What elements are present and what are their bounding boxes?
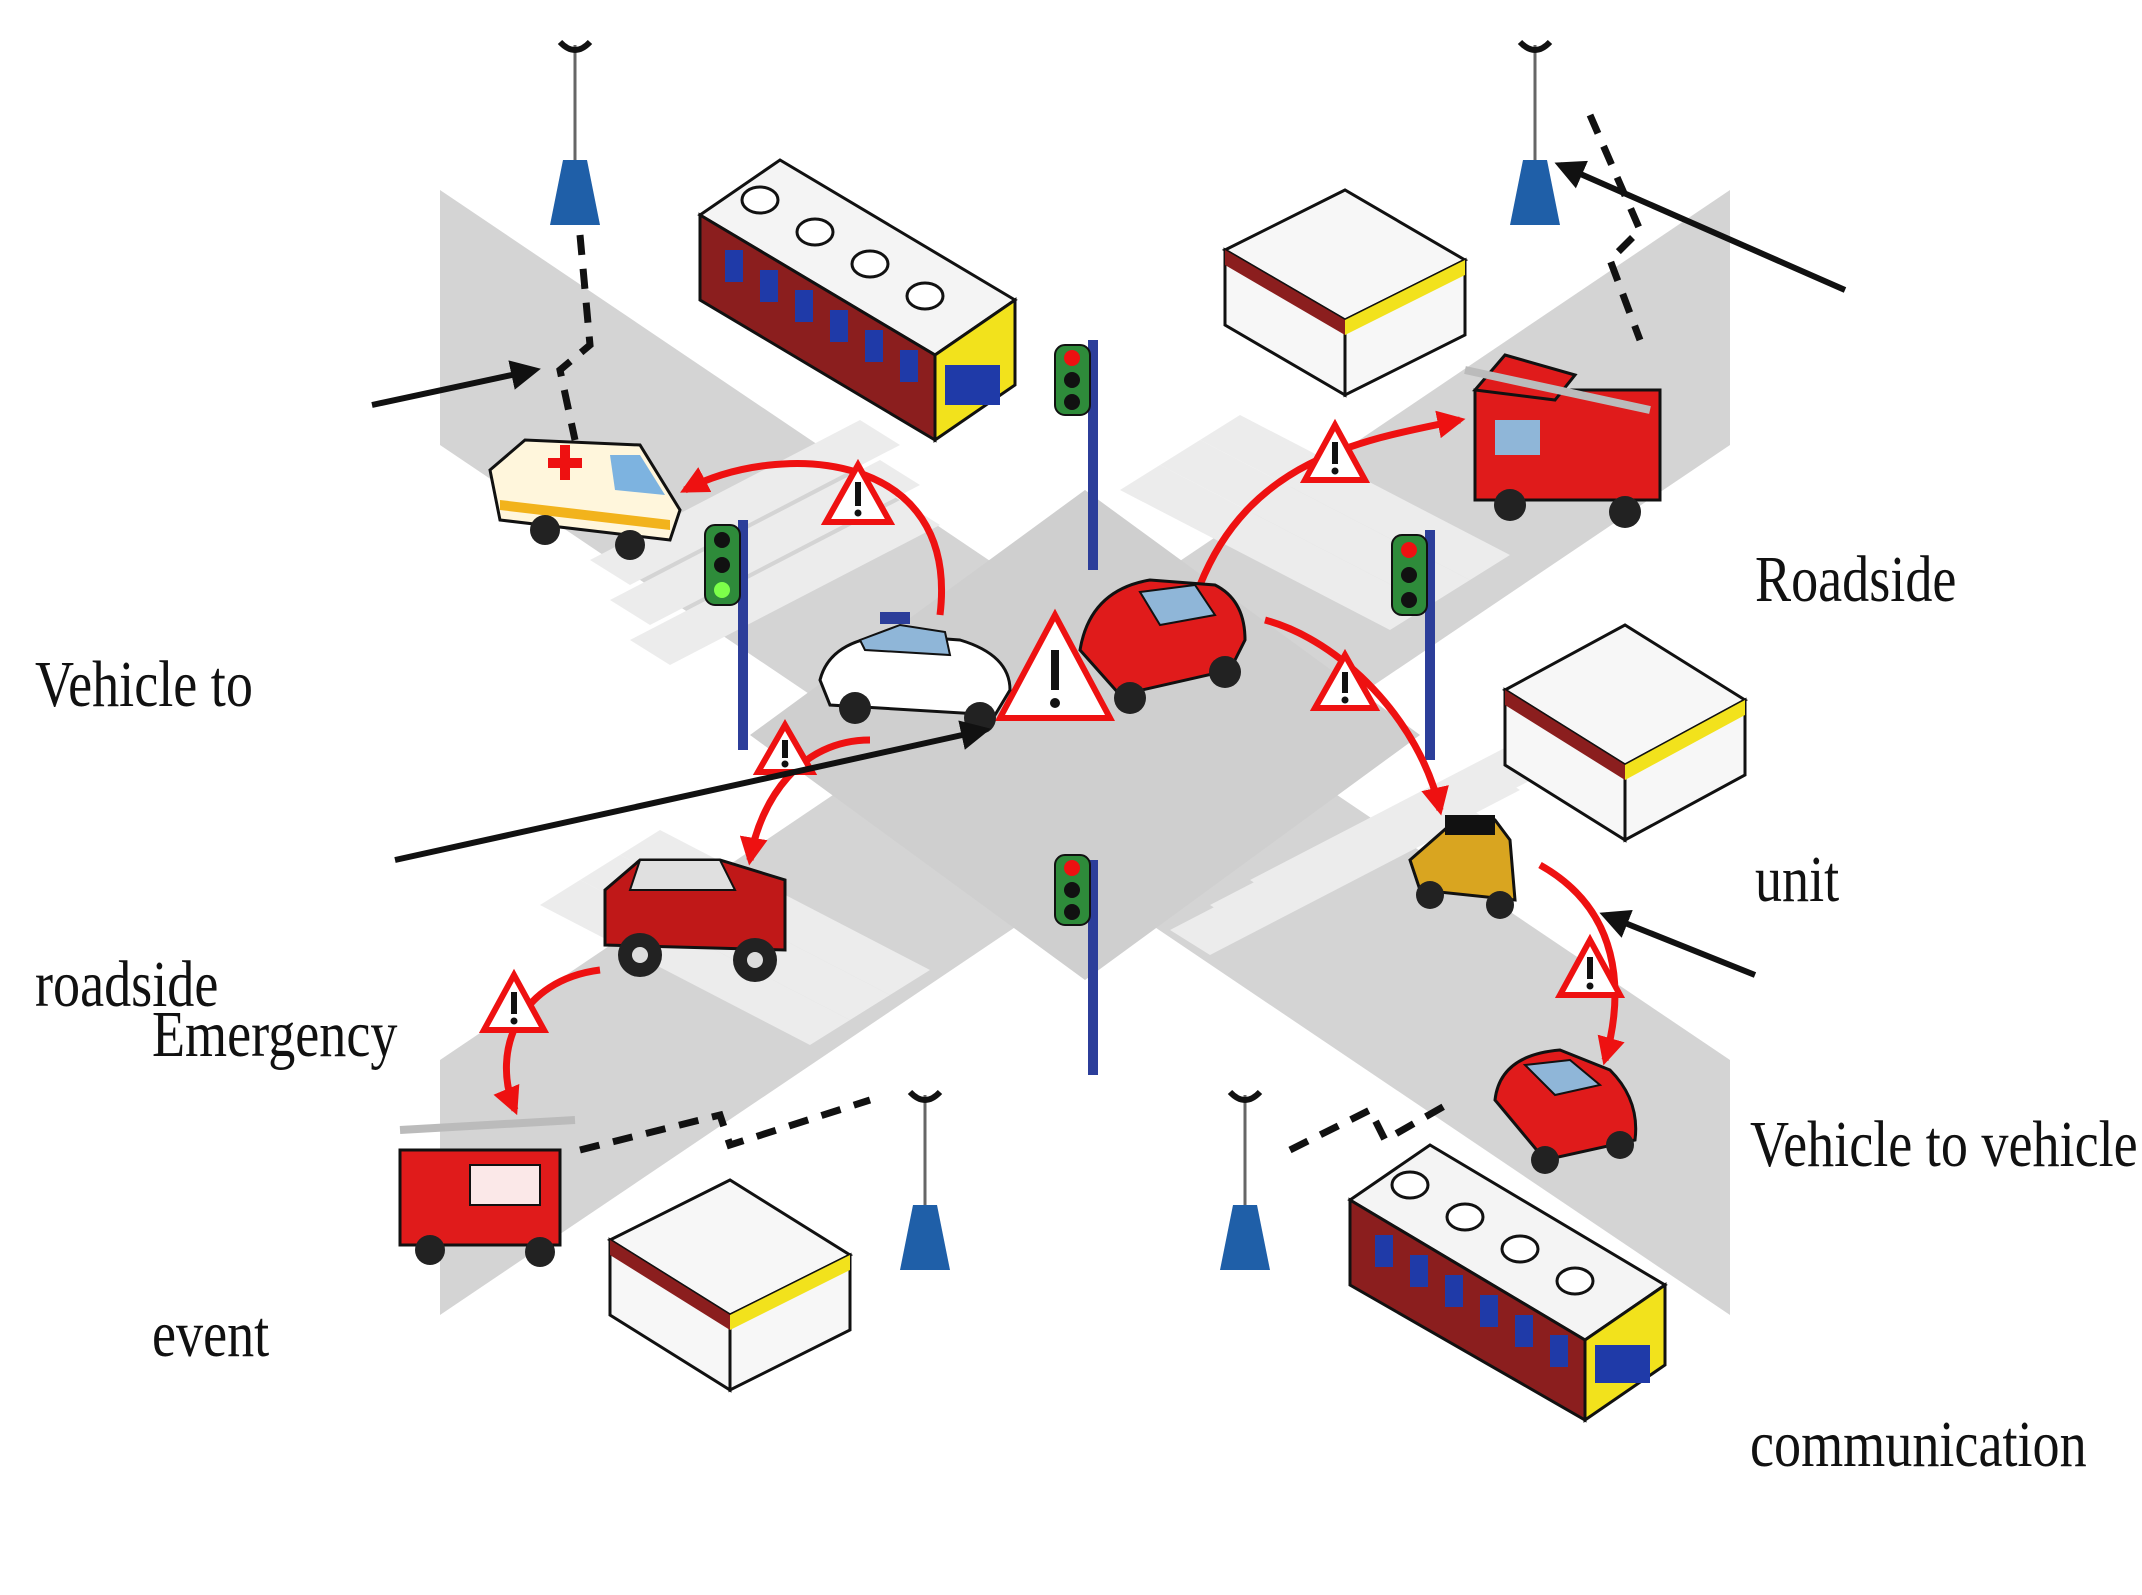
- label-emergency-event: Emergency event: [152, 785, 397, 1485]
- fire-truck-icon: [1464, 353, 1662, 528]
- label-v2v-line2: communication: [1750, 1408, 2087, 1481]
- traffic-light-icon: [704, 520, 748, 750]
- ambulance-icon: [488, 438, 682, 560]
- roadside-unit-tower-icon: [550, 39, 600, 225]
- road-center: [750, 490, 1420, 980]
- fire-truck-icon: [398, 1116, 576, 1267]
- traffic-light-icon: [1391, 530, 1435, 760]
- bus-icon: [1347, 1143, 1668, 1423]
- traffic-light-icon: [1054, 340, 1098, 570]
- label-emergency-line1: Emergency: [152, 998, 398, 1071]
- pointer-v2v: [1599, 909, 1757, 978]
- label-v2r-line1: Vehicle to: [35, 648, 253, 721]
- pointer-v2r: [371, 360, 541, 408]
- traffic-light-icon: [1054, 854, 1098, 1075]
- label-roadside-unit: Roadside unit: [1755, 330, 1956, 1030]
- pointer-arrows: [371, 160, 1847, 978]
- building-icon: [1221, 188, 1469, 398]
- building-icon: [606, 1178, 854, 1393]
- v2r-links: [556, 113, 1645, 1154]
- label-emergency-line2: event: [152, 1298, 270, 1371]
- warning-marks: [510, 442, 1594, 1025]
- pointer-emergency: [394, 720, 991, 863]
- vanet-diagram: [371, 39, 1847, 1423]
- label-v2r-line2: roadside: [35, 948, 219, 1021]
- red-car-icon: [1078, 578, 1247, 714]
- pointer-rsu: [1554, 160, 1847, 293]
- label-rsu-line1: Roadside: [1755, 543, 1957, 616]
- roadside-unit-tower-icon: [1220, 1089, 1270, 1270]
- label-vehicle-to-vehicle: Vehicle to vehicle communication: [1750, 895, 2138, 1595]
- roadside-unit-tower-icon: [1510, 39, 1560, 225]
- red-car-icon: [1493, 1048, 1638, 1174]
- label-rsu-line2: unit: [1755, 843, 1840, 916]
- label-v2v-line1: Vehicle to vehicle: [1750, 1108, 2138, 1181]
- jeep-icon: [603, 858, 787, 982]
- bus-icon: [697, 158, 1018, 443]
- building-icon: [1502, 623, 1748, 843]
- label-vehicle-to-roadside: Vehicle to roadside: [35, 435, 253, 1135]
- roadside-unit-tower-icon: [900, 1089, 950, 1270]
- vintage-car-icon: [1408, 815, 1517, 919]
